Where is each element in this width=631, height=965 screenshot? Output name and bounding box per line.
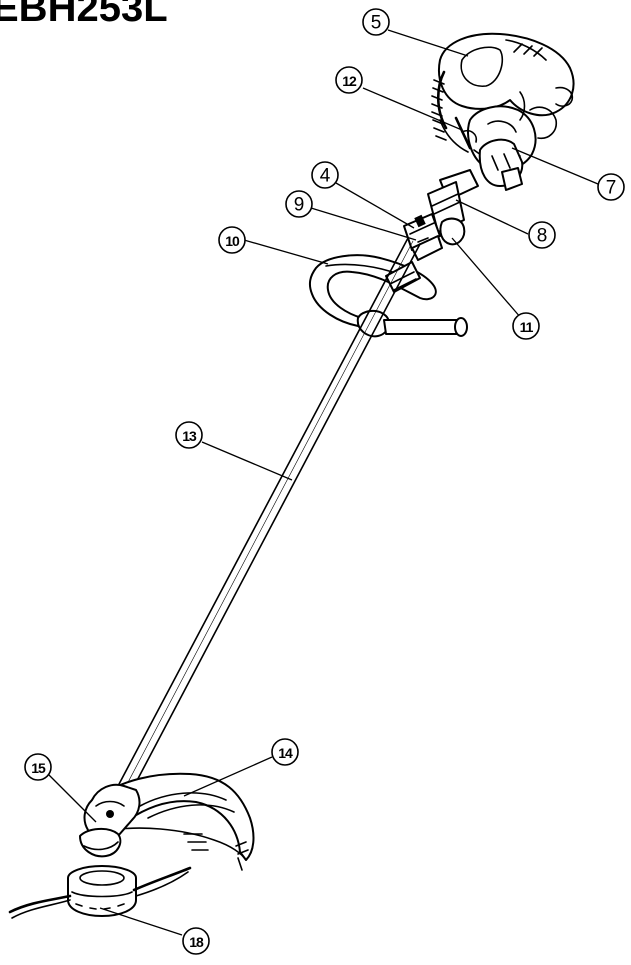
model-title: EBH253L — [0, 0, 168, 30]
callout-9: 9 — [285, 190, 313, 218]
nylon-cutter-head — [8, 865, 192, 919]
callout-11: 11 — [512, 312, 540, 340]
callout-7: 7 — [597, 173, 625, 201]
svg-text:11: 11 — [520, 319, 534, 335]
callout-10: 10 — [218, 226, 246, 254]
svg-text:15: 15 — [31, 760, 46, 776]
loop-handle — [308, 254, 468, 338]
callout-14: 14 — [271, 738, 299, 766]
svg-text:4: 4 — [320, 166, 331, 187]
leader-lines — [46, 29, 599, 936]
throttle-grip — [403, 169, 479, 261]
svg-text:12: 12 — [342, 73, 357, 89]
callout-12: 12 — [335, 66, 363, 94]
callout-8: 8 — [528, 221, 556, 249]
callout-13: 13 — [175, 421, 203, 449]
svg-text:9: 9 — [294, 195, 305, 216]
svg-text:7: 7 — [606, 178, 617, 199]
svg-text:18: 18 — [189, 934, 204, 950]
svg-text:13: 13 — [182, 428, 197, 444]
callout-18: 18 — [182, 927, 210, 955]
callout-5: 5 — [362, 8, 390, 36]
callout-4: 4 — [311, 161, 339, 189]
svg-text:10: 10 — [225, 233, 240, 249]
svg-text:14: 14 — [278, 745, 293, 761]
svg-text:5: 5 — [371, 13, 382, 34]
engine-unit — [431, 32, 575, 191]
gear-case — [79, 783, 141, 858]
svg-text:8: 8 — [537, 226, 548, 247]
main-shaft — [117, 237, 421, 791]
callout-15: 15 — [24, 753, 52, 781]
